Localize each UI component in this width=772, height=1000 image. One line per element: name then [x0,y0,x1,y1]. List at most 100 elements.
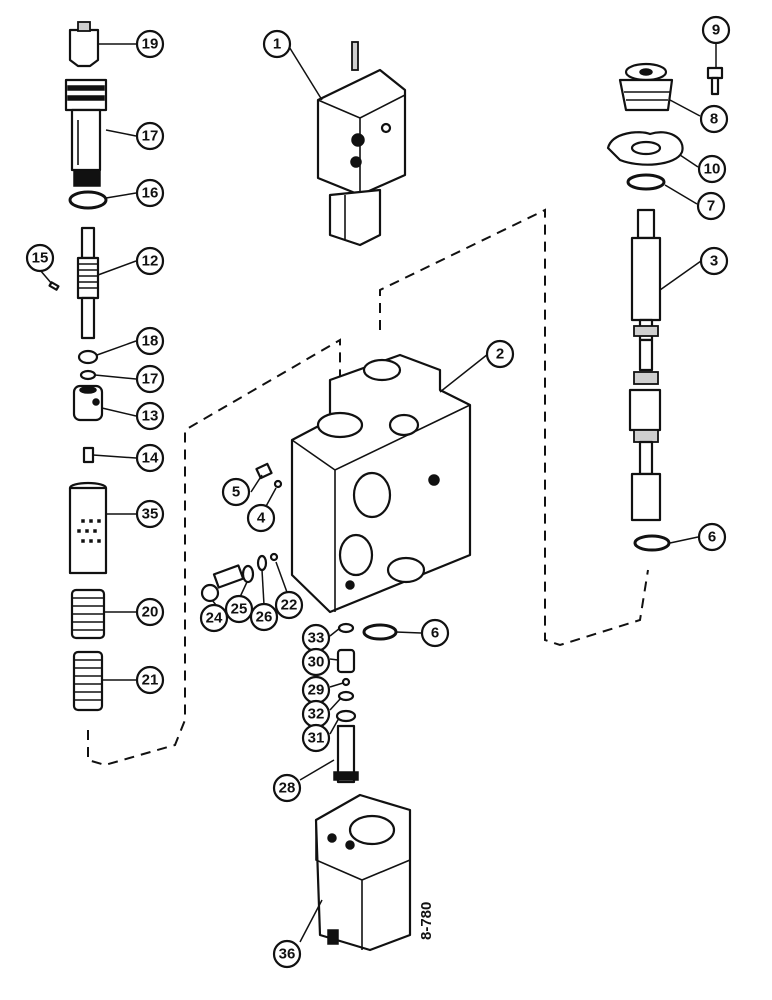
callout-28: 28 [272,773,302,803]
callout-24: 24 [199,603,229,633]
callout-31: 31 [301,723,331,753]
part-35-sleeve [68,481,108,575]
callout-17: 17 [135,364,165,394]
svg-text:22: 22 [281,597,298,614]
svg-text:25: 25 [231,601,248,618]
part-13-coupler [72,384,104,422]
callout-1: 1 [262,29,292,59]
svg-text:16: 16 [142,185,159,202]
svg-text:32: 32 [308,706,325,723]
callout-6-right: 6 [697,522,727,552]
svg-text:9: 9 [712,22,720,39]
callout-35: 35 [135,499,165,529]
callout-19: 19 [135,29,165,59]
callout-7: 7 [696,191,726,221]
svg-text:31: 31 [308,730,325,747]
callout-20: 20 [135,597,165,627]
part-14-screw [82,446,95,464]
callout-8: 8 [699,104,729,134]
part-30-spring [336,648,356,674]
svg-text:7: 7 [707,198,715,215]
part-3-spool [628,208,662,522]
callout-25: 25 [224,594,254,624]
svg-text:10: 10 [704,161,721,178]
part-19-cap [68,21,100,68]
svg-text:1: 1 [273,36,281,53]
callout-30: 30 [301,647,331,677]
svg-text:35: 35 [142,506,159,523]
part-21-spring [72,650,104,712]
part-7-o-ring [626,173,666,191]
part-12-spool [76,226,100,340]
callout-26: 26 [249,602,279,632]
part-36-end-housing [314,793,412,952]
callout-33: 33 [301,623,331,653]
svg-text:26: 26 [256,609,273,626]
svg-text:33: 33 [308,630,325,647]
part-24-plug [200,564,245,603]
leader-lines [39,42,717,943]
callout-10: 10 [697,154,727,184]
svg-text:6: 6 [708,529,716,546]
svg-text:4: 4 [257,510,266,527]
assembly-path-center [379,208,649,647]
callout-22: 22 [274,590,304,620]
svg-text:28: 28 [279,780,296,797]
part-4-ball [273,479,283,489]
svg-text:29: 29 [308,682,325,699]
svg-text:13: 13 [142,408,159,425]
part-11-cartridge [64,78,108,187]
svg-text:8: 8 [710,111,718,128]
svg-text:2: 2 [496,346,504,363]
part-5-plug [255,462,273,480]
part-9-bolt [706,66,724,96]
callout-21: 21 [135,665,165,695]
callout-32: 32 [301,699,331,729]
callout-13: 13 [135,401,165,431]
svg-text:20: 20 [142,604,159,621]
part-25-o-ring [241,564,255,584]
part-20-spring [70,588,106,640]
part-18-washer [77,349,99,365]
callout-2: 2 [485,339,515,369]
part-26-washer [256,554,268,572]
callout-3: 3 [699,246,729,276]
part-10-flange-plate [606,131,684,166]
part-1-valve-assembly [316,41,407,247]
svg-text:17: 17 [142,128,159,145]
callout-6-center: 6 [420,618,450,648]
callout-5: 5 [221,477,251,507]
part-6-o-ring-right [633,534,671,552]
svg-text:14: 14 [142,450,159,467]
assembly-path-left [87,338,341,767]
svg-text:15: 15 [32,250,49,267]
svg-text:12: 12 [142,253,159,270]
part-33-ring [337,622,355,634]
part-28-check-valve [333,724,359,784]
part-17-ring [79,369,97,381]
svg-text:19: 19 [142,36,159,53]
svg-text:3: 3 [710,253,718,270]
callout-29: 29 [301,675,331,705]
svg-text:24: 24 [206,610,223,627]
part-32-washer [337,690,355,702]
callout-4: 4 [246,503,276,533]
callout-18: 18 [135,326,165,356]
svg-text:17: 17 [142,371,159,388]
svg-text:18: 18 [142,333,159,350]
part-2-valve-body [290,353,472,614]
callout-16: 16 [135,178,165,208]
callout-14: 14 [135,443,165,473]
svg-text:6: 6 [431,625,439,642]
part-16-o-ring [68,190,108,210]
part-31-ring [335,709,357,723]
svg-text:5: 5 [232,484,240,501]
callout-11: 17 [135,121,165,151]
callout-12: 12 [135,246,165,276]
part-22-ball [269,552,279,562]
part-6-o-ring-center [362,623,398,641]
svg-text:21: 21 [142,672,159,689]
part-8-seal-cap [618,62,674,112]
callout-15: 15 [25,243,55,273]
